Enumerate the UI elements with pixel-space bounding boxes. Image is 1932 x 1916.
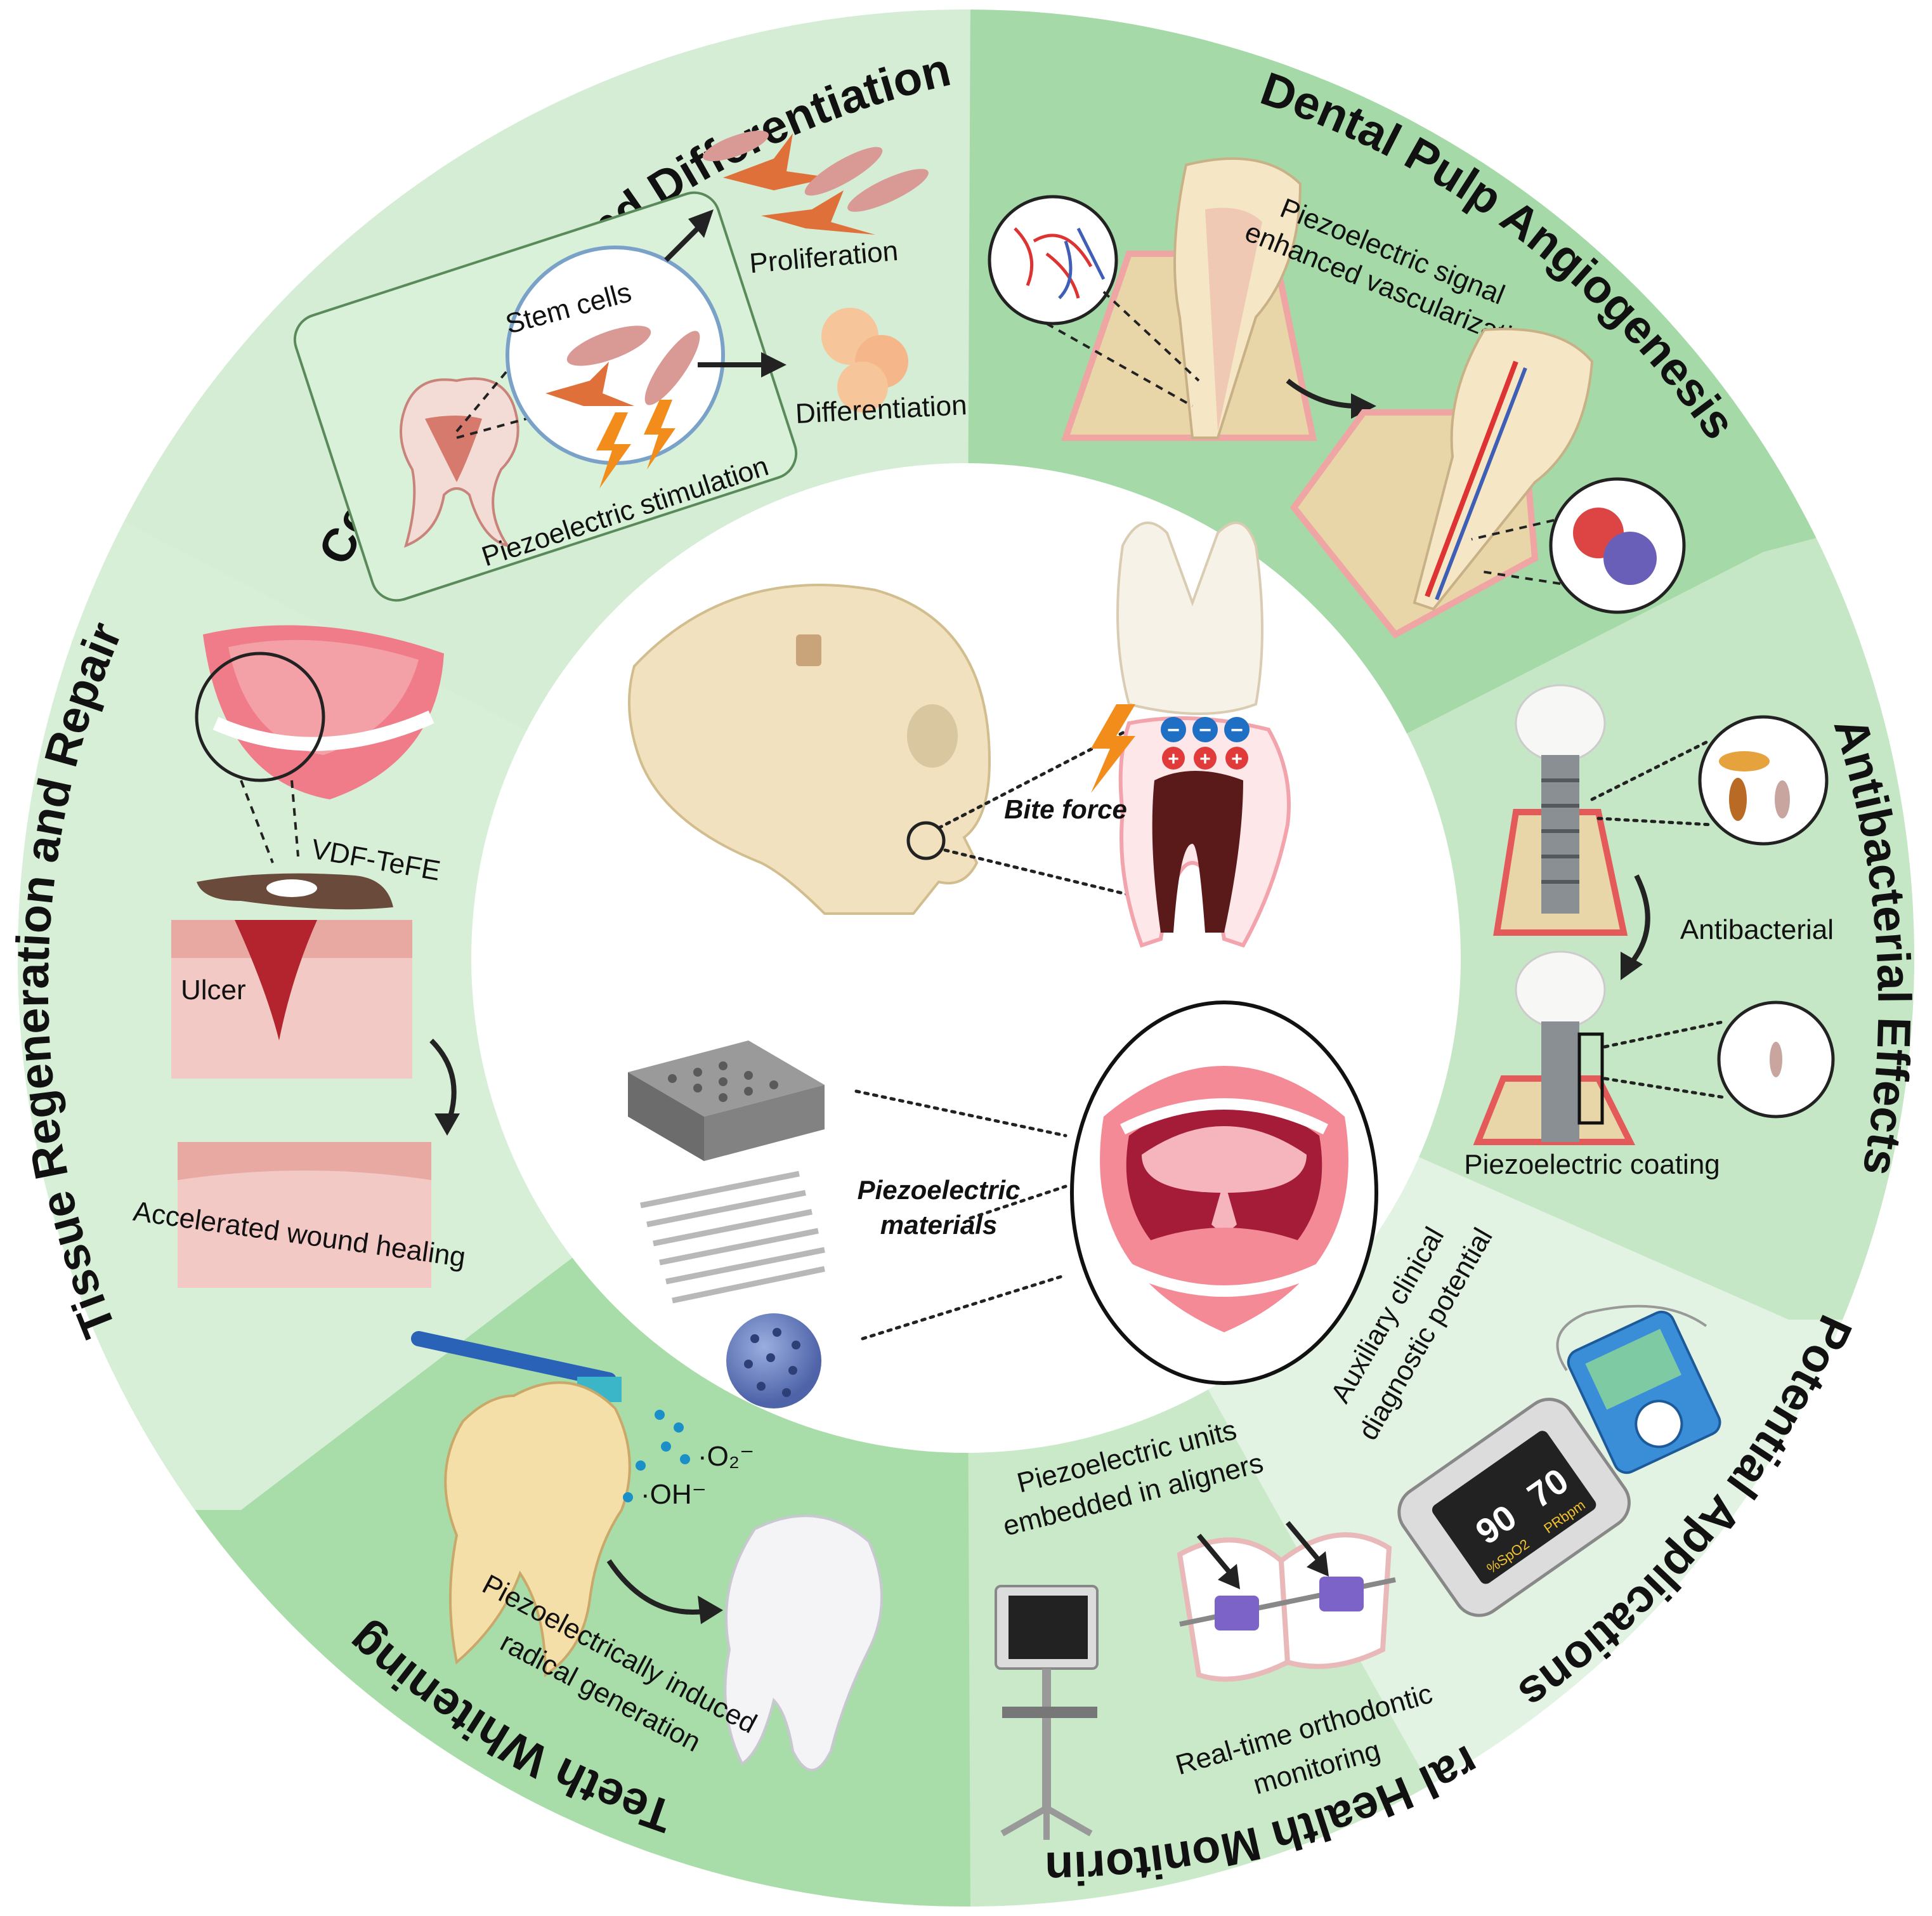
patch-icon	[197, 873, 393, 910]
coating-label: Piezoelectric coating	[1464, 1149, 1720, 1180]
sphere-pores	[744, 1328, 800, 1397]
negative-sign: −	[1167, 718, 1180, 742]
antibacterial-label: Antibacterial	[1680, 914, 1834, 945]
ulcer-label: Ulcer	[181, 974, 246, 1006]
bacterium	[1729, 778, 1747, 821]
upper-tooth-icon	[1116, 522, 1263, 715]
stem-cell	[545, 362, 634, 406]
arrow-head	[1218, 1564, 1240, 1589]
skull-icon	[628, 584, 991, 915]
molar-tooth-icon	[400, 377, 519, 548]
bacterium	[1775, 780, 1790, 818]
arrow-head	[1351, 393, 1376, 419]
arrow-head	[1621, 952, 1643, 980]
center-panel: − − − + + + Bite force Piez	[628, 522, 1378, 1408]
bacteria-lens	[1698, 715, 1829, 846]
lightning-icon	[596, 412, 631, 489]
arrow-head	[698, 1596, 723, 1624]
ecg-cable	[1556, 1304, 1707, 1372]
yellow-tooth-icon	[444, 1381, 631, 1677]
vascularized-tooth-icon	[1289, 327, 1594, 639]
negative-charge	[1224, 717, 1250, 742]
antibacterial-panel: Antibacterial Piezoelectric coating	[1464, 684, 1835, 1180]
positive-sign: +	[1199, 749, 1211, 770]
healed-skin-icon	[178, 1142, 431, 1288]
pulp-chamber	[1152, 771, 1243, 933]
ulcer-lens	[195, 652, 325, 782]
reactive-dots	[623, 1410, 690, 1502]
differentiated-cells	[821, 308, 908, 412]
skin-ulcer-icon	[171, 920, 412, 1079]
bite-force-label: Bite force	[1004, 794, 1127, 824]
arrow-head	[434, 1113, 460, 1136]
vessel-network	[1014, 227, 1093, 299]
cell-proliferation-panel: Stem cells Piezoelectric stimulation Pro…	[293, 130, 968, 602]
pulse-oximeter-icon: 90 70 %SpO2 PRbpm	[1397, 1398, 1631, 1617]
arrow-head	[688, 209, 714, 238]
tooth-in-bone-icon	[1061, 157, 1317, 441]
skull-sample	[796, 634, 821, 666]
ecg-device-icon	[1567, 1310, 1721, 1474]
dental-pulp-panel: Piezoelectric signal enhanced vasculariz…	[988, 157, 1686, 639]
eye-socket	[907, 704, 958, 768]
lightning-icon	[1091, 704, 1135, 793]
coated-implant-icon	[1473, 950, 1636, 1145]
tissue-regen-panel: VDF-TeFE Ulcer Accelerated wound healing	[131, 625, 467, 1288]
negative-sign: −	[1230, 718, 1243, 742]
positive-sign: +	[1231, 749, 1243, 770]
monitor-cart-icon	[995, 1585, 1099, 1840]
vessel-network	[1058, 227, 1106, 299]
negative-charge	[1192, 717, 1218, 742]
radical-oh-label: ·OH⁻	[641, 1479, 707, 1510]
negative-sign: −	[1199, 718, 1211, 742]
lightning-icon	[644, 400, 676, 469]
stem-cell	[644, 331, 700, 405]
stem-cell	[566, 325, 651, 366]
white-tooth-icon	[724, 1514, 883, 1771]
jaw-lens	[906, 821, 946, 860]
fiber-mesh-icon	[640, 1171, 825, 1304]
bacterium	[1770, 1042, 1782, 1077]
positive-charge	[1162, 747, 1185, 770]
materials-label-line1: Piezoelectric	[858, 1175, 1021, 1205]
radical-o2-label: ·O₂⁻	[698, 1441, 754, 1472]
positive-charge	[1225, 747, 1248, 770]
open-mouth-icon	[1100, 1066, 1348, 1332]
arrow-head	[1307, 1551, 1329, 1577]
porous-sphere-icon	[726, 1313, 821, 1408]
vessel-cluster	[1603, 532, 1657, 585]
arrow-head	[761, 352, 787, 377]
negative-charge	[1161, 717, 1186, 742]
proliferating-cells	[703, 130, 929, 235]
implant-icon	[1493, 684, 1628, 936]
positive-charge	[1194, 747, 1217, 770]
braces-teeth-icon	[1177, 1532, 1396, 1682]
bacterium	[1719, 751, 1770, 771]
porous-scaffold-icon	[628, 1040, 825, 1161]
positive-sign: +	[1168, 749, 1179, 770]
